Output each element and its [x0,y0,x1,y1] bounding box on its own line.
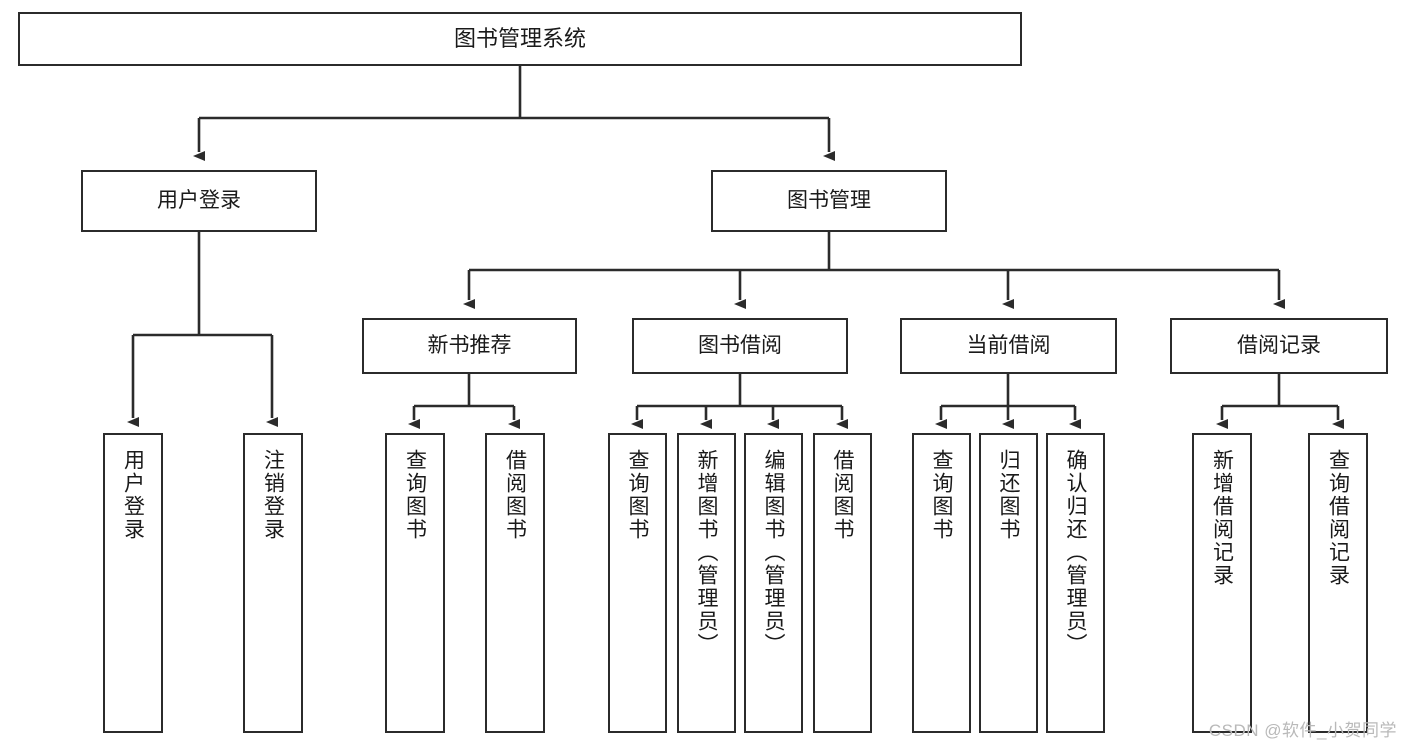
node-new-book-recommend[interactable]: 新书推荐 [362,318,577,374]
leaf-current-borrow-return-label: 归还图书 [997,449,1020,541]
node-borrow-record[interactable]: 借阅记录 [1170,318,1388,374]
node-root[interactable]: 图书管理系统 [18,12,1022,66]
leaf-new-book-query-label: 查询图书 [403,449,427,541]
leaf-borrow-record-add-label: 新增借阅记录 [1210,449,1234,587]
leaf-current-borrow-confirm[interactable]: 确认归还（管理员） [1046,433,1105,733]
node-book-borrow[interactable]: 图书借阅 [632,318,848,374]
leaf-book-borrow-edit[interactable]: 编辑图书（管理员） [744,433,803,733]
leaf-current-borrow-query-label: 查询图书 [930,449,953,541]
leaf-user-login-logout[interactable]: 注销登录 [243,433,303,733]
leaf-borrow-record-add[interactable]: 新增借阅记录 [1192,433,1252,733]
leaf-book-borrow-borrow[interactable]: 借阅图书 [813,433,872,733]
node-current-borrow-label: 当前借阅 [966,333,1051,357]
leaf-book-borrow-borrow-label: 借阅图书 [831,449,854,541]
leaf-current-borrow-confirm-label: 确认归还（管理员） [1064,449,1087,656]
node-borrow-record-label: 借阅记录 [1237,333,1321,357]
node-book-management[interactable]: 图书管理 [711,170,947,232]
node-user-login[interactable]: 用户登录 [81,170,317,232]
node-new-book-recommend-label: 新书推荐 [427,333,512,357]
leaf-book-borrow-add-label: 新增图书（管理员） [695,449,718,656]
leaf-current-borrow-query[interactable]: 查询图书 [912,433,971,733]
leaf-current-borrow-return[interactable]: 归还图书 [979,433,1038,733]
leaf-user-login-login[interactable]: 用户登录 [103,433,163,733]
leaf-new-book-borrow-label: 借阅图书 [503,449,527,541]
leaf-book-borrow-add[interactable]: 新增图书（管理员） [677,433,736,733]
node-root-label: 图书管理系统 [453,26,586,52]
leaf-user-login-logout-label: 注销登录 [261,449,285,541]
leaf-new-book-borrow[interactable]: 借阅图书 [485,433,545,733]
node-book-borrow-label: 图书借阅 [698,333,782,357]
leaf-user-login-login-label: 用户登录 [121,449,145,541]
node-user-login-label: 用户登录 [157,188,241,212]
node-book-management-label: 图书管理 [787,188,871,212]
leaf-book-borrow-query-label: 查询图书 [626,449,649,541]
leaf-borrow-record-query[interactable]: 查询借阅记录 [1308,433,1368,733]
leaf-borrow-record-query-label: 查询借阅记录 [1326,449,1350,587]
leaf-book-borrow-edit-label: 编辑图书（管理员） [762,449,785,656]
leaf-book-borrow-query[interactable]: 查询图书 [608,433,667,733]
node-current-borrow[interactable]: 当前借阅 [900,318,1117,374]
leaf-new-book-query[interactable]: 查询图书 [385,433,445,733]
